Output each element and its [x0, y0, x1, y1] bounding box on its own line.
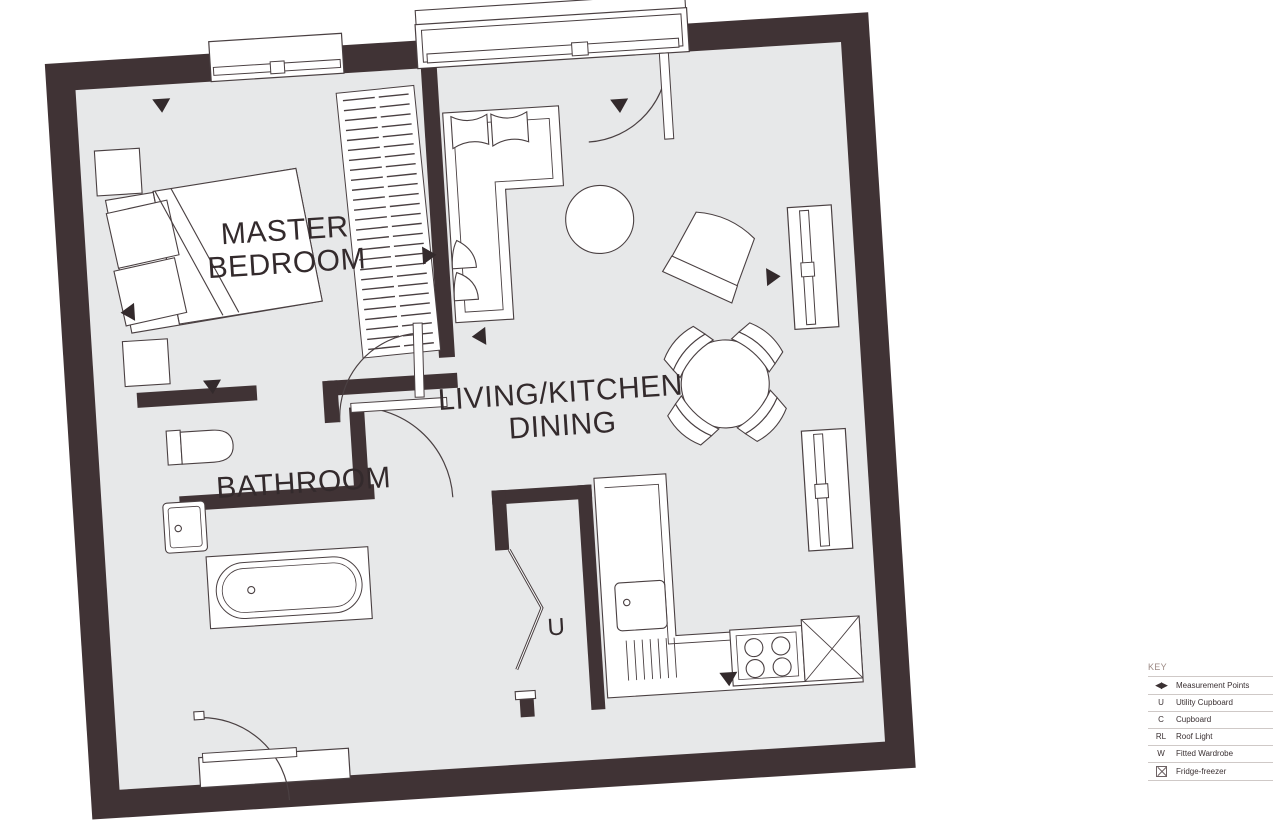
- internal-walls: [136, 67, 606, 718]
- living-room-furniture: [442, 105, 756, 324]
- bathroom-fixtures: [162, 429, 373, 630]
- plan-rotation-group: MASTER BEDROOM LIVING/KITCHEN DINING BAT…: [44, 0, 916, 820]
- doors: [193, 52, 675, 801]
- bedside-table-right: [121, 338, 171, 388]
- bathroom-door: [350, 396, 454, 498]
- key-row-measurement-points: ◀▶ Measurement Points: [1148, 676, 1273, 695]
- fridge-freezer: [800, 615, 864, 683]
- kitchen-sink: [614, 579, 668, 632]
- utility-cupboard-icon: U: [1158, 698, 1164, 707]
- radiator: [625, 637, 678, 681]
- bathtub: [205, 546, 373, 630]
- key-title: KEY: [1148, 662, 1167, 672]
- key-desc-fridge-freezer: Fridge-freezer: [1176, 766, 1227, 776]
- bedside-table-left: [93, 147, 143, 197]
- master-bedroom-furniture: [93, 147, 323, 388]
- corner-sofa: [442, 105, 565, 324]
- utility-cupboard-doors: [507, 549, 544, 701]
- bedroom-door: [339, 322, 425, 423]
- sofa-cushion-1: [450, 113, 490, 150]
- sofa-cushion-4: [453, 271, 480, 302]
- sofa-cushion-3: [451, 239, 478, 270]
- room-labels: MASTER BEDROOM LIVING/KITCHEN DINING BAT…: [207, 210, 684, 641]
- key-row-fridge-freezer: Fridge-freezer: [1148, 762, 1273, 781]
- master-bedroom-label-line1: MASTER: [220, 210, 350, 251]
- key-row-utility-cupboard: U Utility Cupboard: [1148, 694, 1273, 712]
- key-desc-measurement-points: Measurement Points: [1176, 680, 1250, 690]
- toilet: [165, 429, 234, 466]
- fitted-wardrobe-louvred: [335, 84, 442, 359]
- balcony-door: [588, 52, 675, 143]
- window-living-top: [414, 0, 690, 70]
- hob: [729, 625, 806, 687]
- washbasin: [162, 500, 208, 554]
- fitted-wardrobe-icon: W: [1157, 749, 1165, 758]
- key-row-cupboard: C Cupboard: [1148, 711, 1273, 729]
- cupboard-icon: C: [1158, 715, 1164, 724]
- key-desc-utility-cupboard: Utility Cupboard: [1176, 698, 1233, 707]
- window-living-right-upper: [786, 204, 840, 331]
- key-row-roof-light: RL Roof Light: [1148, 728, 1273, 746]
- fridge-freezer-icon: [1155, 766, 1167, 777]
- dining-chairs: [663, 322, 787, 446]
- key-row-fitted-wardrobe: W Fitted Wardrobe: [1148, 745, 1273, 763]
- utility-cupboard-marker: U: [547, 613, 566, 641]
- key-legend: KEY ◀▶ Measurement Points U Utility Cupb…: [1148, 662, 1273, 781]
- measurement-points-icon: ◀▶: [1155, 680, 1168, 690]
- round-coffee-table: [565, 184, 635, 255]
- windows: [198, 0, 854, 789]
- window-living-right-lower: [800, 427, 854, 552]
- entrance-door: [193, 710, 298, 801]
- window-bedroom-top: [208, 32, 345, 83]
- dining-set: [663, 322, 787, 446]
- key-table: ◀▶ Measurement Points U Utility Cupboard…: [1148, 676, 1273, 781]
- key-desc-fitted-wardrobe: Fitted Wardrobe: [1176, 749, 1234, 758]
- kitchen: [593, 473, 864, 699]
- key-desc-roof-light: Roof Light: [1176, 732, 1213, 741]
- key-desc-cupboard: Cupboard: [1176, 715, 1212, 724]
- roof-light-icon: RL: [1155, 732, 1167, 741]
- sofa-cushion-2: [490, 110, 530, 147]
- armchair: [661, 211, 756, 304]
- living-kitchen-dining-label-line2: DINING: [508, 406, 618, 446]
- pillow-1: [105, 199, 180, 269]
- round-dining-table: [680, 339, 770, 429]
- wardrobe-louvre-slats: [342, 93, 434, 351]
